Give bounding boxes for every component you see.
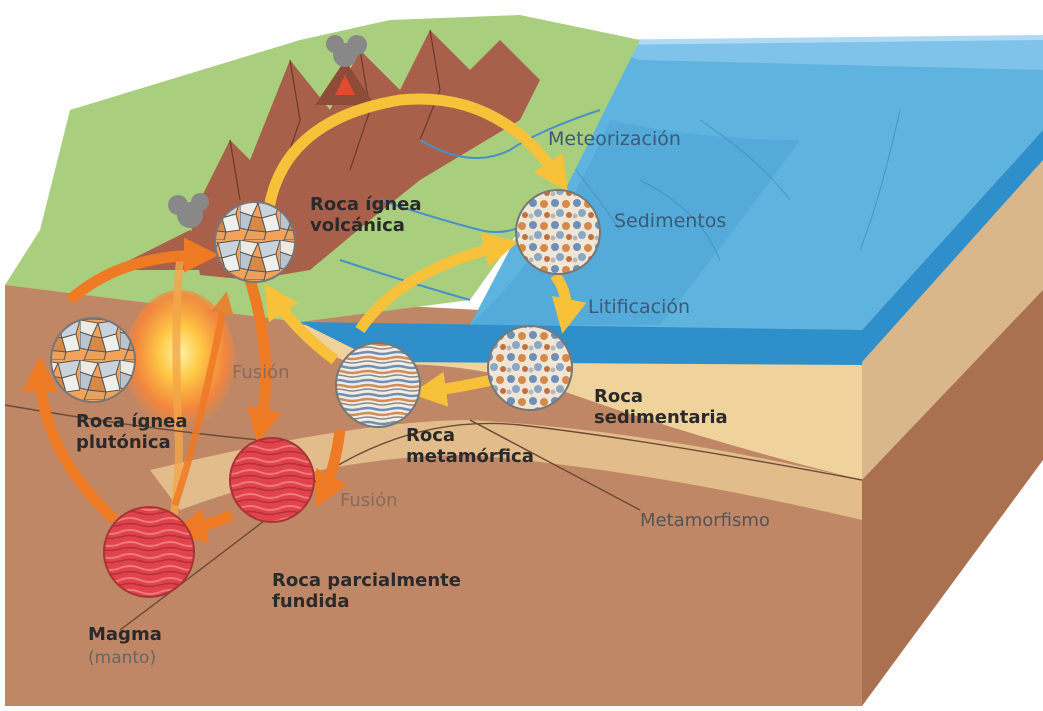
rock-sedimentary — [488, 326, 572, 410]
label-roca-parcialmente-fundida: Roca parcialmente fundida — [272, 570, 461, 612]
label-roca-ignea-volcanica-line1: Roca ígnea — [310, 194, 422, 215]
label-roca-metamorfica-line1: Roca — [406, 425, 534, 446]
label-roca-ignea-plutonica-line1: Roca ígnea — [76, 411, 188, 432]
label-roca-parcialmente-fundida-line2: fundida — [272, 591, 461, 612]
label-roca-ignea-volcanica-line2: volcánica — [310, 215, 422, 236]
label-metamorfismo: Metamorfismo — [640, 510, 770, 531]
label-fusion-lower: Fusión — [340, 490, 398, 511]
rock-magma — [104, 507, 194, 597]
label-roca-ignea-plutonica: Roca ígnea plutónica — [76, 411, 188, 453]
label-roca-metamorfica-line2: metamórfica — [406, 446, 534, 467]
rock-metamorphic — [336, 343, 420, 427]
rock-partially-melted — [230, 438, 314, 522]
label-manto: (manto) — [88, 648, 156, 668]
rock-plutonic-igneous — [51, 318, 135, 402]
label-roca-parcialmente-fundida-line1: Roca parcialmente — [272, 570, 461, 591]
label-fusion-upper: Fusión — [232, 362, 290, 383]
label-roca-ignea-volcanica: Roca ígnea volcánica — [310, 194, 422, 236]
label-litificacion: Litificación — [588, 296, 690, 318]
label-sedimentos: Sedimentos — [614, 210, 726, 232]
label-roca-sedimentaria: Roca sedimentaria — [594, 386, 728, 428]
label-roca-sedimentaria-line2: sedimentaria — [594, 407, 728, 428]
label-roca-sedimentaria-line1: Roca — [594, 386, 728, 407]
label-roca-metamorfica: Roca metamórfica — [406, 425, 534, 467]
label-magma: Magma — [88, 624, 162, 645]
label-roca-ignea-plutonica-line2: plutónica — [76, 432, 188, 453]
rock-sediments — [516, 190, 600, 274]
rock-volcanic-igneous — [215, 202, 295, 282]
label-meteorizacion: Meteorización — [548, 128, 681, 150]
